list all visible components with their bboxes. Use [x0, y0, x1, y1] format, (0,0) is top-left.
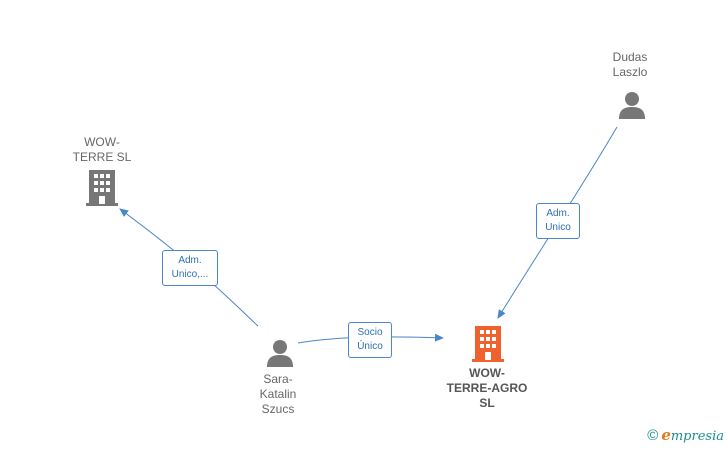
node-label-wow-terre: WOW- TERRE SL: [72, 135, 132, 164]
person-icon: [619, 92, 645, 119]
building-icon-highlighted: [472, 326, 504, 362]
edge-label-adm-unico-dudas: Adm. Unico: [536, 203, 580, 239]
building-icon: [86, 170, 118, 206]
edge-label-socio-unico: Socio Único: [348, 322, 392, 358]
person-icon: [267, 340, 293, 367]
edge-label-adm-unico-sara: Adm. Unico,...: [162, 250, 218, 286]
node-label-sara-katalin-szucs: Sara- Katalin Szucs: [259, 372, 297, 416]
empresia-watermark: © empresia: [647, 426, 724, 444]
empresia-logo: empresia: [661, 426, 724, 444]
node-label-wow-terre-agro: WOW- TERRE-AGRO SL: [446, 366, 528, 410]
node-label-dudas-laszlo: Dudas Laszlo: [612, 50, 648, 79]
copyright-symbol: ©: [647, 426, 659, 444]
